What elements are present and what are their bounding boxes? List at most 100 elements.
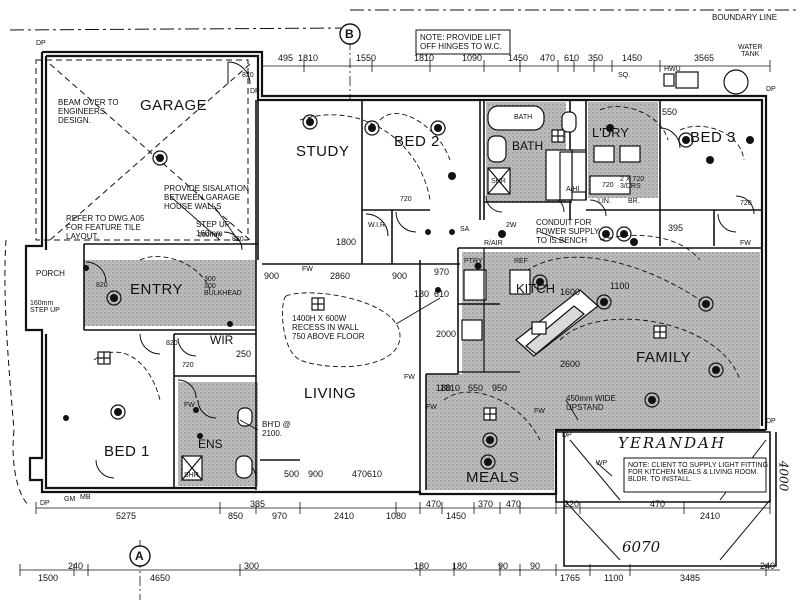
fixture-fw-1: FW	[302, 266, 313, 273]
water-tank	[663, 69, 749, 95]
fixture-wp: WP	[596, 460, 608, 467]
fixture-fw-3: FW	[426, 404, 437, 411]
dim-820c: 820	[96, 282, 108, 289]
room-bed3: BED 3	[690, 129, 736, 146]
fixture-shr-ens: SHR	[184, 472, 199, 479]
dim-top-495: 495	[278, 53, 294, 63]
dim-720d: 720	[182, 362, 194, 369]
room-living: LIVING	[304, 385, 357, 402]
dim-top-1810: 1810	[298, 53, 319, 63]
dim-1810: 1810	[440, 383, 461, 393]
verandah-outline	[555, 431, 777, 567]
dim-top-1550: 1550	[356, 53, 377, 63]
dim-650: 650	[468, 383, 484, 393]
dim-720c: 720	[602, 182, 614, 189]
dim-top-1090: 1090	[462, 53, 483, 63]
interior-walls	[83, 100, 762, 494]
dim-180b: 180	[436, 383, 452, 393]
fixture-shr: SHR	[491, 178, 506, 185]
room-kitch: KITCH	[516, 281, 555, 296]
dim-bottom2-1100: 1100	[604, 573, 624, 583]
fixture-fw-2: FW	[404, 374, 415, 381]
dim-900b: 900	[392, 271, 408, 281]
dim-550: 550	[662, 107, 678, 117]
note-conduit: CONDUIT FOR POWER SUPPLY TO IS.BENCH	[536, 218, 600, 246]
fixture-ahi: A/HI	[566, 186, 580, 193]
note-refer: REFER TO DWG.A05 FOR FEATURE TILE LAYOUT…	[66, 214, 145, 242]
dim-720b: 720	[740, 200, 752, 207]
fixture-wir2: W.I.R.	[368, 222, 388, 229]
fixture-bath: BATH	[514, 114, 533, 121]
grid-markers	[129, 23, 361, 567]
dim-top-470: 470	[540, 53, 556, 63]
fixture-dp-3: DP	[766, 86, 776, 93]
dim-900a: 900	[264, 271, 280, 281]
note-sisalation: PROVIDE SISALATION BETWEEN GARAGE HOUSE …	[164, 184, 249, 212]
fixture-br: BR.	[628, 198, 640, 205]
dim-bottom2-1500: 1500	[38, 573, 59, 583]
dim-900c: 900	[308, 469, 324, 479]
room-study: STUDY	[296, 143, 350, 160]
dim-1800: 1800	[336, 237, 357, 247]
note-beam: BEAM OVER TO ENGINEERS DESIGN.	[58, 98, 119, 126]
note-step-up: STEP UP 160mm	[196, 220, 231, 239]
dim-bottom-2410b: 2410	[700, 511, 721, 521]
fixture-dp-5: DP	[562, 432, 572, 439]
dim-820b: 820	[232, 236, 244, 243]
light-fittings	[63, 118, 754, 466]
dim-top-610: 610	[564, 53, 580, 63]
dim-bottom2-3485: 3485	[680, 573, 701, 583]
dim-top-1450: 1450	[508, 53, 529, 63]
light-rings	[106, 114, 724, 470]
dim-top-1450b: 1450	[622, 53, 643, 63]
dim-bottom-335: 335	[250, 499, 266, 509]
dim-bottom-1080: 1080	[386, 511, 407, 521]
dim-bottom2-180b: 180	[452, 561, 468, 571]
fixture-ref: REF	[514, 258, 528, 265]
note-client: NOTE: CLIENT TO SUPPLY LIGHT FITTING FOR…	[628, 462, 769, 483]
dim-bottom-470: 470	[426, 499, 442, 509]
note-upstand: 450mm WIDE UPSTAND	[566, 394, 616, 413]
grid-marker-b: B	[345, 27, 354, 41]
room-meals: MEALS	[466, 469, 520, 486]
note-bulkhead: 300 300 BULKHEAD	[204, 276, 242, 297]
entry-tiles	[84, 260, 256, 326]
boundary-line-label: BOUNDARY LINE	[712, 13, 778, 22]
dim-4000: 4000	[776, 460, 791, 492]
electrical-wiring-arcs	[93, 106, 745, 441]
dim-bottom2-240: 240	[68, 561, 84, 571]
dim-610: 610	[434, 289, 450, 299]
fixture-hwu: HWU	[664, 66, 681, 73]
dim-2860: 2860	[330, 271, 351, 281]
dim-bottom2-4650: 4650	[150, 573, 171, 583]
dim-2600: 2600	[560, 359, 581, 369]
dim-970: 970	[434, 267, 450, 277]
fixture-tub: 2 X 720 3/DRS	[620, 176, 645, 190]
fixture-sa: SA	[460, 226, 470, 233]
dim-bottom2-90b: 90	[530, 561, 541, 571]
dim-820a: 820	[242, 72, 254, 79]
dim-1100: 1100	[610, 281, 630, 291]
dim-bottom2-180a: 180	[414, 561, 430, 571]
note-porch-step: 160mm STEP UP	[30, 300, 60, 314]
room-entry: ENTRY	[130, 281, 184, 298]
boundary-line	[9, 9, 800, 31]
fixture-mb: MB	[80, 494, 91, 501]
dim-bottom-370: 370	[478, 499, 494, 509]
fixture-fw-6: FW	[184, 402, 195, 409]
fixture-2w: 2W	[506, 222, 517, 229]
dim-bottom2-90a: 90	[498, 561, 509, 571]
water-tank-label: WATER TANK	[738, 44, 763, 58]
exhaust-fans	[97, 129, 667, 421]
garage-door-outline	[4, 59, 251, 507]
meals-tiles	[426, 374, 554, 490]
room-verandah: YERANDAH	[618, 434, 727, 452]
dim-395: 395	[668, 223, 684, 233]
note-recess: 1400H X 600W RECESS IN WALL 750 ABOVE FL…	[292, 314, 365, 342]
fixture-ptry: PTRY	[464, 258, 483, 265]
fixture-dp-6: DP	[766, 418, 776, 425]
room-laundry: L'DRY	[592, 125, 629, 140]
room-wir: WIR	[210, 333, 234, 347]
fixture-gm: GM	[64, 496, 76, 503]
